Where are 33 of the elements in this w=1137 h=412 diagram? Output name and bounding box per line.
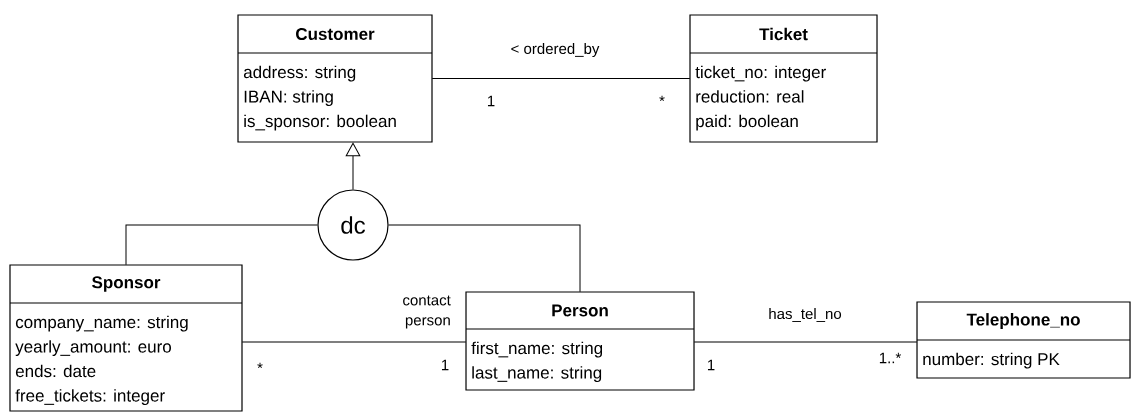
association-line [125,224,318,266]
class-name: Telephone_no [966,313,1080,329]
association-line [431,78,691,79]
association-line [693,341,918,343]
multiplicity: 1 [442,359,449,371]
edge-label: contact person [403,295,451,329]
edge-label: has_tel_no [769,308,842,322]
attribute: ends: date [15,364,96,378]
multiplicity: 1 [488,95,495,107]
multiplicity: * [257,362,263,369]
attribute: address: string [243,65,356,82]
edge-label: < ordered_by [511,43,600,57]
attribute: paid: boolean [696,114,798,131]
multiplicity: 1 [708,359,715,371]
attribute: reduction: real [696,90,804,103]
class-name: Customer [296,28,375,40]
class-name: Ticket [759,27,808,41]
attribute: free_tickets: integer [15,389,165,406]
attribute: yearly_amount: euro [15,340,171,357]
attribute: number: string PK [923,352,1060,369]
attribute: ticket_no: integer [695,65,826,82]
class-name: Sponsor [92,276,161,292]
attribute: last_name: string [472,366,602,383]
attribute: company_name: string [15,315,188,332]
attribute: IBAN: string [244,90,333,107]
association-line [345,142,361,190]
multiplicity: * [659,95,665,102]
attribute: is_sponsor: boolean [244,114,396,131]
class-name: Person [552,304,608,317]
attribute: first_name: string [471,341,603,358]
multiplicity: 1..* [879,352,902,364]
association-line [388,224,581,293]
association-line [241,341,467,343]
